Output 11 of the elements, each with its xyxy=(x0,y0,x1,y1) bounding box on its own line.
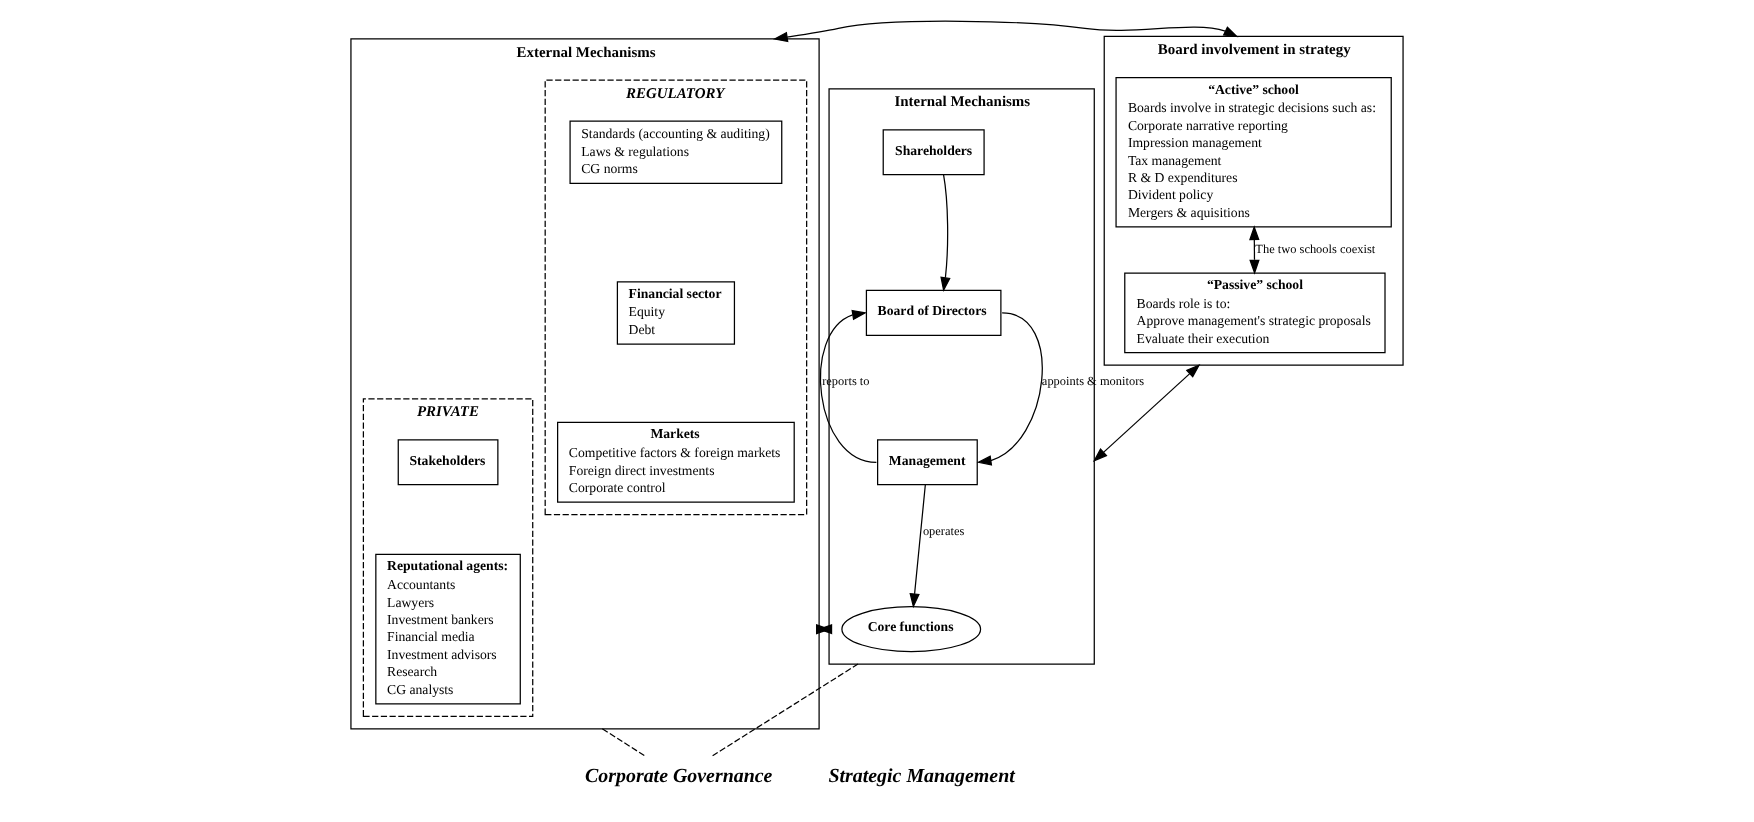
arrow xyxy=(772,20,1239,43)
connector xyxy=(601,728,646,757)
label: Strategic Management xyxy=(828,766,1015,789)
node-text: Corporate Governance xyxy=(585,766,773,789)
arrow xyxy=(976,312,1043,466)
connector xyxy=(711,663,859,757)
arrow xyxy=(909,484,926,609)
arrow xyxy=(940,174,951,293)
arrow xyxy=(1092,363,1201,463)
arrow xyxy=(819,309,877,463)
arrow xyxy=(1249,225,1260,275)
